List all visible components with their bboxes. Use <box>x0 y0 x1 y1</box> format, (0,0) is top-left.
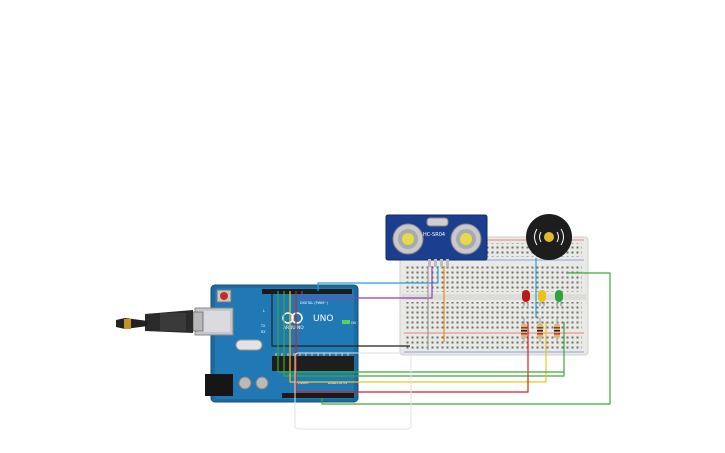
on-led-label: ON <box>351 321 357 325</box>
sensor-model-label: HC-SR04 <box>423 232 445 238</box>
wire-green-3[interactable] <box>277 291 564 373</box>
wire-green-1[interactable] <box>283 291 565 377</box>
arduino-logo-icon <box>282 312 303 324</box>
rx-led-label: RX <box>261 330 266 334</box>
terminal-strip-bottom <box>406 302 582 330</box>
selection-outline <box>294 352 412 430</box>
wire-blue[interactable] <box>317 266 439 291</box>
dc-power-jack <box>205 374 233 396</box>
tx-led-label: TX <box>260 324 266 328</box>
breadboard-center-channel <box>402 294 586 300</box>
power-led <box>342 320 350 324</box>
resistor-1[interactable] <box>521 318 527 342</box>
power-analog-header <box>282 393 354 398</box>
bottom-power-holes <box>406 336 582 350</box>
arduino-logo-text: ARDUINO <box>283 325 304 331</box>
ultrasonic-sensor[interactable]: HC-SR04 <box>385 214 488 267</box>
wire-purple[interactable] <box>301 266 433 299</box>
wire-yellow[interactable] <box>289 291 547 383</box>
led-green[interactable] <box>555 290 563 306</box>
board-model-label: UNO <box>313 314 333 324</box>
sensor-pins <box>428 259 449 267</box>
wire-red[interactable] <box>295 291 529 393</box>
resistor-3[interactable] <box>554 318 560 342</box>
led-yellow[interactable] <box>538 290 546 306</box>
capacitor-2 <box>255 376 269 390</box>
digital-header <box>262 289 352 294</box>
reset-button-cap <box>220 292 228 300</box>
l-led-label: L <box>263 309 265 313</box>
resistor-2[interactable] <box>537 318 543 342</box>
capacitor-1 <box>238 376 252 390</box>
arduino-uno-board[interactable]: ARDUINO UNO DIGITAL (PWM~) POWER ANALOG … <box>194 284 359 403</box>
analog-pins-label: ANALOG IN <box>328 381 347 385</box>
usb-cable[interactable] <box>116 310 204 333</box>
wire-black-gnd[interactable] <box>271 291 410 347</box>
piezo-buzzer[interactable] <box>526 214 572 260</box>
terminal-strip-top <box>406 264 582 292</box>
speaker-icon <box>544 232 554 242</box>
atmega-chip <box>272 356 354 371</box>
wire-green-2[interactable] <box>321 272 611 405</box>
crystal-oscillator <box>235 339 263 351</box>
power-pins-label: POWER <box>296 381 309 385</box>
digital-pins-label: DIGITAL (PWM~) <box>300 301 329 305</box>
sensor-crystal <box>426 217 449 227</box>
led-red[interactable] <box>522 290 530 306</box>
